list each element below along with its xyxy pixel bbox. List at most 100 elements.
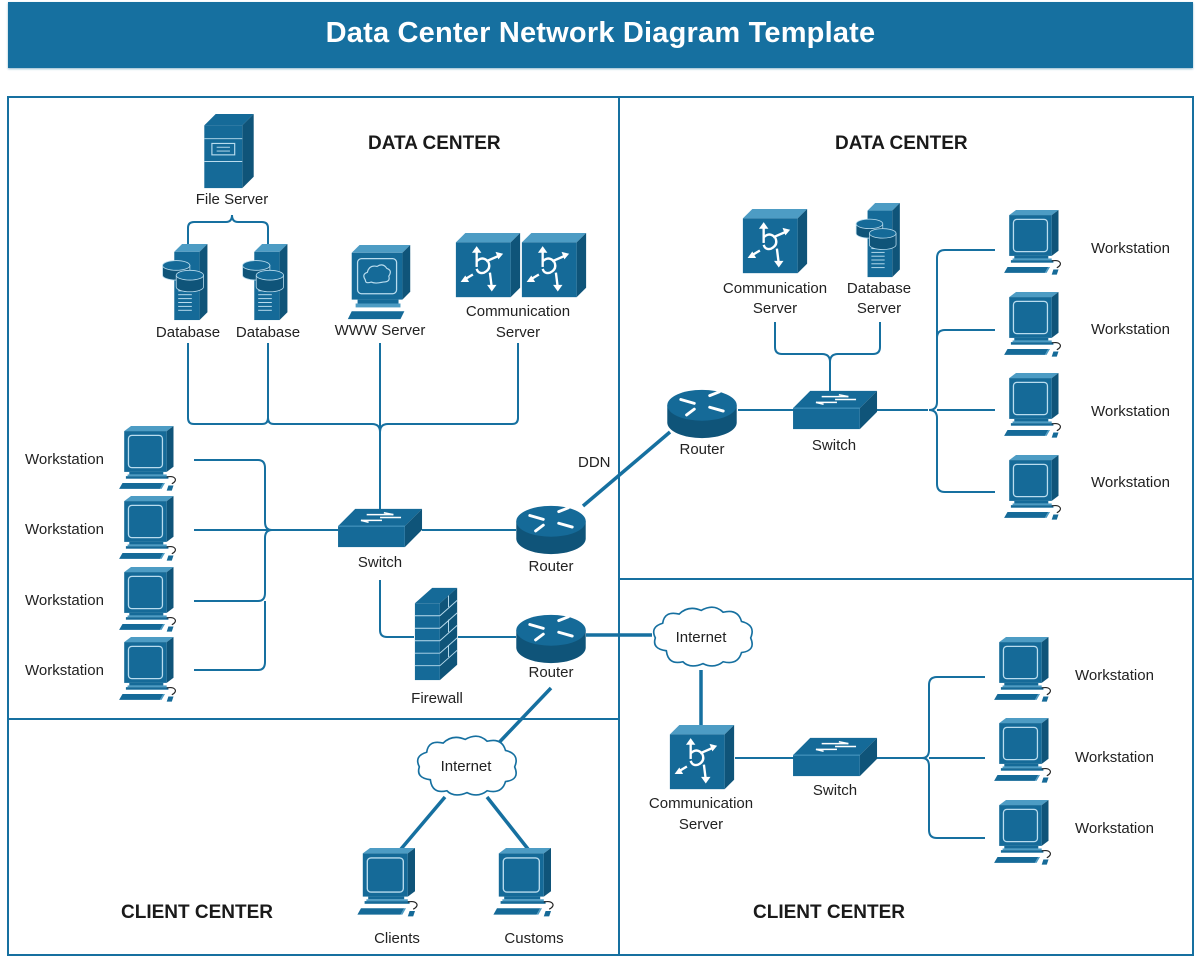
connector-internet-customs bbox=[485, 795, 530, 851]
page-title: Data Center Network Diagram Template bbox=[325, 17, 876, 49]
communication-server-icon bbox=[454, 232, 522, 299]
router-label: Router bbox=[528, 558, 573, 575]
workstation-dc1-4[interactable]: Workstation bbox=[25, 637, 177, 703]
internet-cloud-cc1[interactable]: Internet bbox=[416, 735, 518, 796]
workstation-dc1-3[interactable]: Workstation bbox=[25, 567, 177, 633]
workstation-icon bbox=[993, 800, 1052, 866]
workstation-label: Workstation bbox=[25, 451, 104, 468]
workstation-dc1-2[interactable]: Workstation bbox=[25, 496, 177, 562]
router-dc1-internet[interactable]: Router bbox=[514, 613, 588, 681]
switch-label: Switch bbox=[812, 437, 856, 454]
switch-icon bbox=[338, 508, 423, 548]
workstation-label: Workstation bbox=[1075, 749, 1154, 766]
switch-dc1[interactable]: Switch bbox=[338, 508, 423, 571]
workstation-icon bbox=[1003, 210, 1062, 276]
connector-workstations-to-switch bbox=[194, 459, 338, 671]
clients-label: Clients bbox=[374, 930, 420, 947]
www-server-label: WWW Server bbox=[335, 322, 426, 339]
communication-server-label-line1: Communication bbox=[649, 795, 753, 812]
database-2-label: Database bbox=[236, 324, 300, 341]
www-server-icon bbox=[347, 245, 411, 320]
workstation-icon bbox=[118, 567, 177, 633]
database-2[interactable]: Database bbox=[236, 244, 300, 341]
communication-server-label-line2: Server bbox=[496, 324, 540, 341]
database-server-label-line2: Server bbox=[857, 300, 901, 317]
workstation-icon bbox=[993, 637, 1052, 703]
database-server-label-line1: Database bbox=[847, 280, 911, 297]
section-title-client-center-1: CLIENT CENTER bbox=[121, 902, 273, 923]
title-bar: Data Center Network Diagram Template bbox=[8, 2, 1193, 68]
router-icon bbox=[665, 388, 739, 440]
workstation-icon bbox=[492, 848, 554, 918]
workstation-icon bbox=[1003, 455, 1062, 521]
router-icon bbox=[514, 613, 588, 665]
switch-icon bbox=[793, 390, 878, 430]
internet-cloud-cc2[interactable]: Internet bbox=[652, 606, 754, 667]
workstation-dc2-3[interactable]: Workstation bbox=[1003, 373, 1170, 439]
workstation-cc2-1[interactable]: Workstation bbox=[993, 637, 1154, 703]
section-title-data-center-2: DATA CENTER bbox=[835, 133, 968, 154]
router-dc1-ddn[interactable]: Router bbox=[514, 504, 588, 575]
connector-servers-to-switch bbox=[187, 343, 519, 515]
switch-cc2[interactable]: Switch bbox=[793, 737, 878, 799]
communication-server-cc2[interactable]: Communication Server bbox=[649, 724, 753, 833]
firewall-icon bbox=[414, 587, 458, 681]
database-icon bbox=[242, 244, 288, 321]
firewall[interactable]: Firewall bbox=[411, 587, 463, 707]
communication-server-label-line1: Communication bbox=[466, 303, 570, 320]
workstation-label: Workstation bbox=[25, 521, 104, 538]
connector-ddn-link bbox=[581, 430, 672, 508]
file-server-label: File Server bbox=[196, 191, 269, 208]
workstation-icon bbox=[118, 496, 177, 562]
router-dc2[interactable]: Router bbox=[665, 388, 739, 458]
communication-server-dc2[interactable]: Communication Server bbox=[723, 208, 827, 317]
customs-label: Customs bbox=[504, 930, 563, 947]
communication-server-dc1[interactable]: Communication Server bbox=[454, 232, 588, 341]
workstation-cc2-2[interactable]: Workstation bbox=[993, 718, 1154, 784]
communication-server-label-line1: Communication bbox=[723, 280, 827, 297]
section-box-data-center-2 bbox=[618, 96, 1194, 580]
communication-server-icon bbox=[741, 208, 809, 275]
connector-switch-firewall bbox=[379, 580, 414, 638]
database-1-label: Database bbox=[156, 324, 220, 341]
workstation-icon bbox=[356, 848, 418, 918]
section-title-data-center-1: DATA CENTER bbox=[368, 133, 501, 154]
workstation-dc2-2[interactable]: Workstation bbox=[1003, 292, 1170, 358]
database-1[interactable]: Database bbox=[156, 244, 220, 341]
connector-cc2-switch-workstations bbox=[875, 676, 985, 839]
workstation-label: Workstation bbox=[1091, 474, 1170, 491]
workstation-label: Workstation bbox=[1091, 403, 1170, 420]
workstation-label: Workstation bbox=[1091, 240, 1170, 257]
communication-server-label-line2: Server bbox=[753, 300, 797, 317]
connector-dc2-servers-switch bbox=[774, 322, 881, 363]
workstation-icon bbox=[1003, 292, 1062, 358]
internet-label: Internet bbox=[676, 629, 728, 646]
workstation-icon bbox=[118, 426, 177, 492]
customs-pc[interactable]: Customs bbox=[492, 848, 564, 947]
router-label: Router bbox=[679, 441, 724, 458]
workstation-dc2-1[interactable]: Workstation bbox=[1003, 210, 1170, 276]
database-server-dc2[interactable]: Database Server bbox=[847, 203, 911, 317]
workstation-label: Workstation bbox=[1075, 820, 1154, 837]
firewall-label: Firewall bbox=[411, 690, 463, 707]
workstation-cc2-3[interactable]: Workstation bbox=[993, 800, 1154, 866]
internet-label: Internet bbox=[441, 758, 493, 775]
section-box-client-center-2 bbox=[618, 578, 1194, 956]
workstation-icon bbox=[118, 637, 177, 703]
connector-file-server-databases bbox=[187, 214, 269, 245]
section-title-client-center-2: CLIENT CENTER bbox=[753, 902, 905, 923]
router-icon bbox=[514, 504, 588, 556]
database-icon bbox=[855, 203, 901, 278]
ddn-label: DDN bbox=[578, 454, 611, 471]
workstation-dc1-1[interactable]: Workstation bbox=[25, 426, 177, 492]
switch-dc2[interactable]: Switch bbox=[793, 390, 878, 454]
file-server[interactable]: File Server bbox=[196, 114, 269, 208]
www-server[interactable]: WWW Server bbox=[335, 245, 426, 339]
workstation-label: Workstation bbox=[25, 662, 104, 679]
workstation-label: Workstation bbox=[1091, 321, 1170, 338]
workstation-icon bbox=[1003, 373, 1062, 439]
workstation-dc2-4[interactable]: Workstation bbox=[1003, 455, 1170, 521]
clients-pc[interactable]: Clients bbox=[356, 848, 420, 947]
communication-server-icon bbox=[520, 232, 588, 299]
